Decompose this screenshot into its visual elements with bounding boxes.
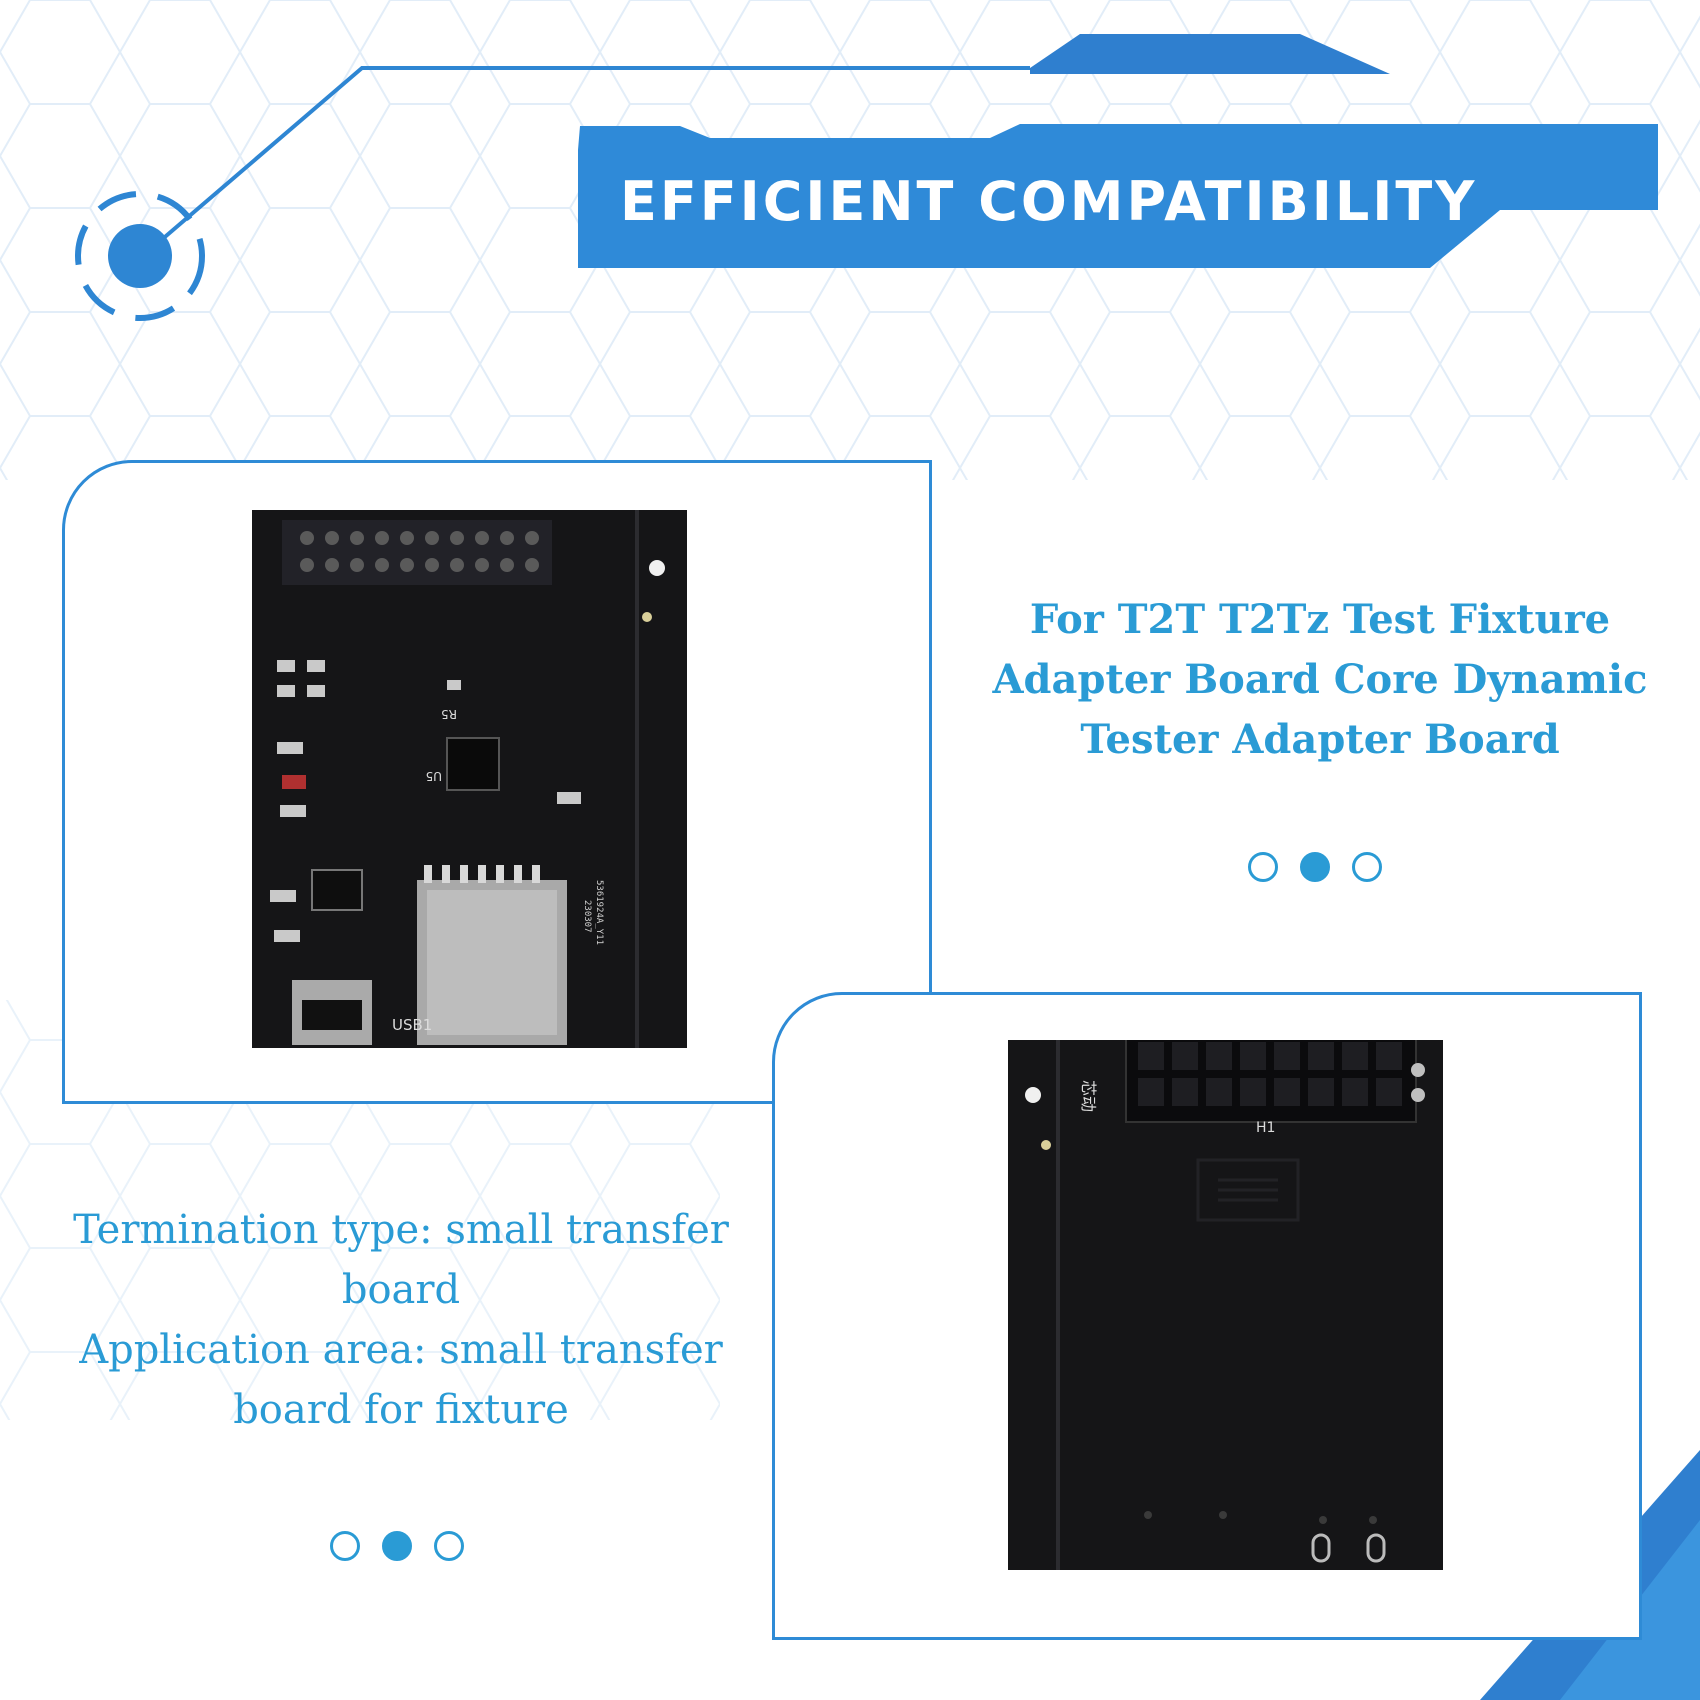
banner-title: EFFICIENT COMPATIBILITY <box>620 170 1478 233</box>
carousel-dots-top <box>1248 852 1382 882</box>
carousel-dot[interactable] <box>330 1531 360 1561</box>
pcb-back-image: H1 芯动 <box>1008 1040 1443 1570</box>
carousel-dot-active[interactable] <box>1300 852 1330 882</box>
header-label: H1 <box>1256 1120 1275 1136</box>
usb-label: USB1 <box>392 1016 432 1034</box>
carousel-dot-active[interactable] <box>382 1531 412 1561</box>
carousel-dot[interactable] <box>1352 852 1382 882</box>
serial-label: 5361924A_Y11 <box>594 880 604 945</box>
resistor-label: R5 <box>441 707 457 721</box>
carousel-dots-bottom <box>330 1531 464 1561</box>
chip-label: U5 <box>426 769 442 783</box>
pcb-front-image: USB1 U5 R5 5361924A_Y11 230307 <box>252 510 687 1048</box>
brand-label: 芯动 <box>1079 1080 1098 1112</box>
specs-text: Termination type: small transfer board A… <box>60 1200 742 1440</box>
product-description: For T2T T2Tz Test Fixture Adapter Board … <box>992 596 1648 763</box>
date-label: 230307 <box>582 900 592 933</box>
termination-type-line: Termination type: small transfer board <box>73 1207 729 1313</box>
carousel-dot[interactable] <box>434 1531 464 1561</box>
carousel-dot[interactable] <box>1248 852 1278 882</box>
application-area-line: Application area: small transfer board f… <box>79 1327 723 1433</box>
target-icon <box>75 191 205 321</box>
